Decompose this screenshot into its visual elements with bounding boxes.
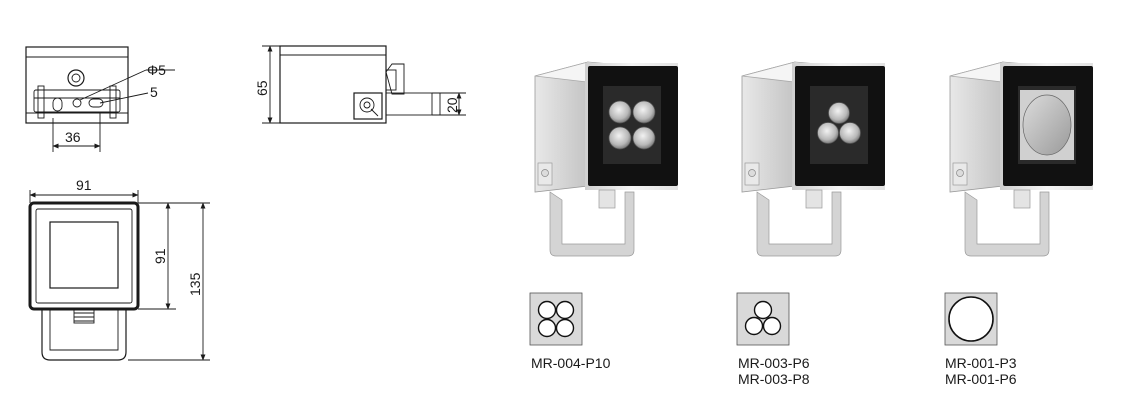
lens <box>817 122 839 144</box>
lens-layout-icon <box>529 292 583 346</box>
height-label: 65 <box>254 80 270 96</box>
model-name: MR-003-P8 <box>738 371 810 387</box>
bottom-view-drawing <box>25 46 175 152</box>
lens <box>828 102 850 124</box>
lens <box>839 122 861 144</box>
model-caption-2: MR-003-P6 MR-003-P8 <box>738 355 810 387</box>
lens-layout-icon <box>736 292 790 346</box>
lens <box>1022 94 1072 156</box>
front-view-drawing <box>28 190 210 361</box>
lens <box>632 100 656 124</box>
model-name: MR-004-P10 <box>531 355 611 371</box>
hole-spacing-label: 36 <box>65 129 81 145</box>
lens-layout-icon <box>944 292 998 346</box>
product-render <box>949 61 1094 257</box>
model-name: MR-003-P6 <box>738 355 810 371</box>
model-caption-1: MR-004-P10 <box>531 355 610 371</box>
model-name: MR-001-P3 <box>945 355 1017 371</box>
model-caption-3: MR-001-P3 MR-001-P6 <box>945 355 1017 387</box>
overall-height-label: 135 <box>187 272 203 296</box>
lens <box>632 126 656 150</box>
connector-height-label: 20 <box>444 97 460 113</box>
slot-width-label: 5 <box>150 84 158 100</box>
model-name: MR-001-P6 <box>945 371 1017 387</box>
product-render <box>534 61 679 257</box>
side-view-drawing <box>262 45 466 124</box>
hole-diameter-label: Φ5 <box>147 62 166 78</box>
lens <box>608 100 632 124</box>
product-render <box>741 61 886 257</box>
front-width-label: 91 <box>76 177 92 193</box>
front-height-label: 91 <box>152 248 168 264</box>
lens <box>608 126 632 150</box>
